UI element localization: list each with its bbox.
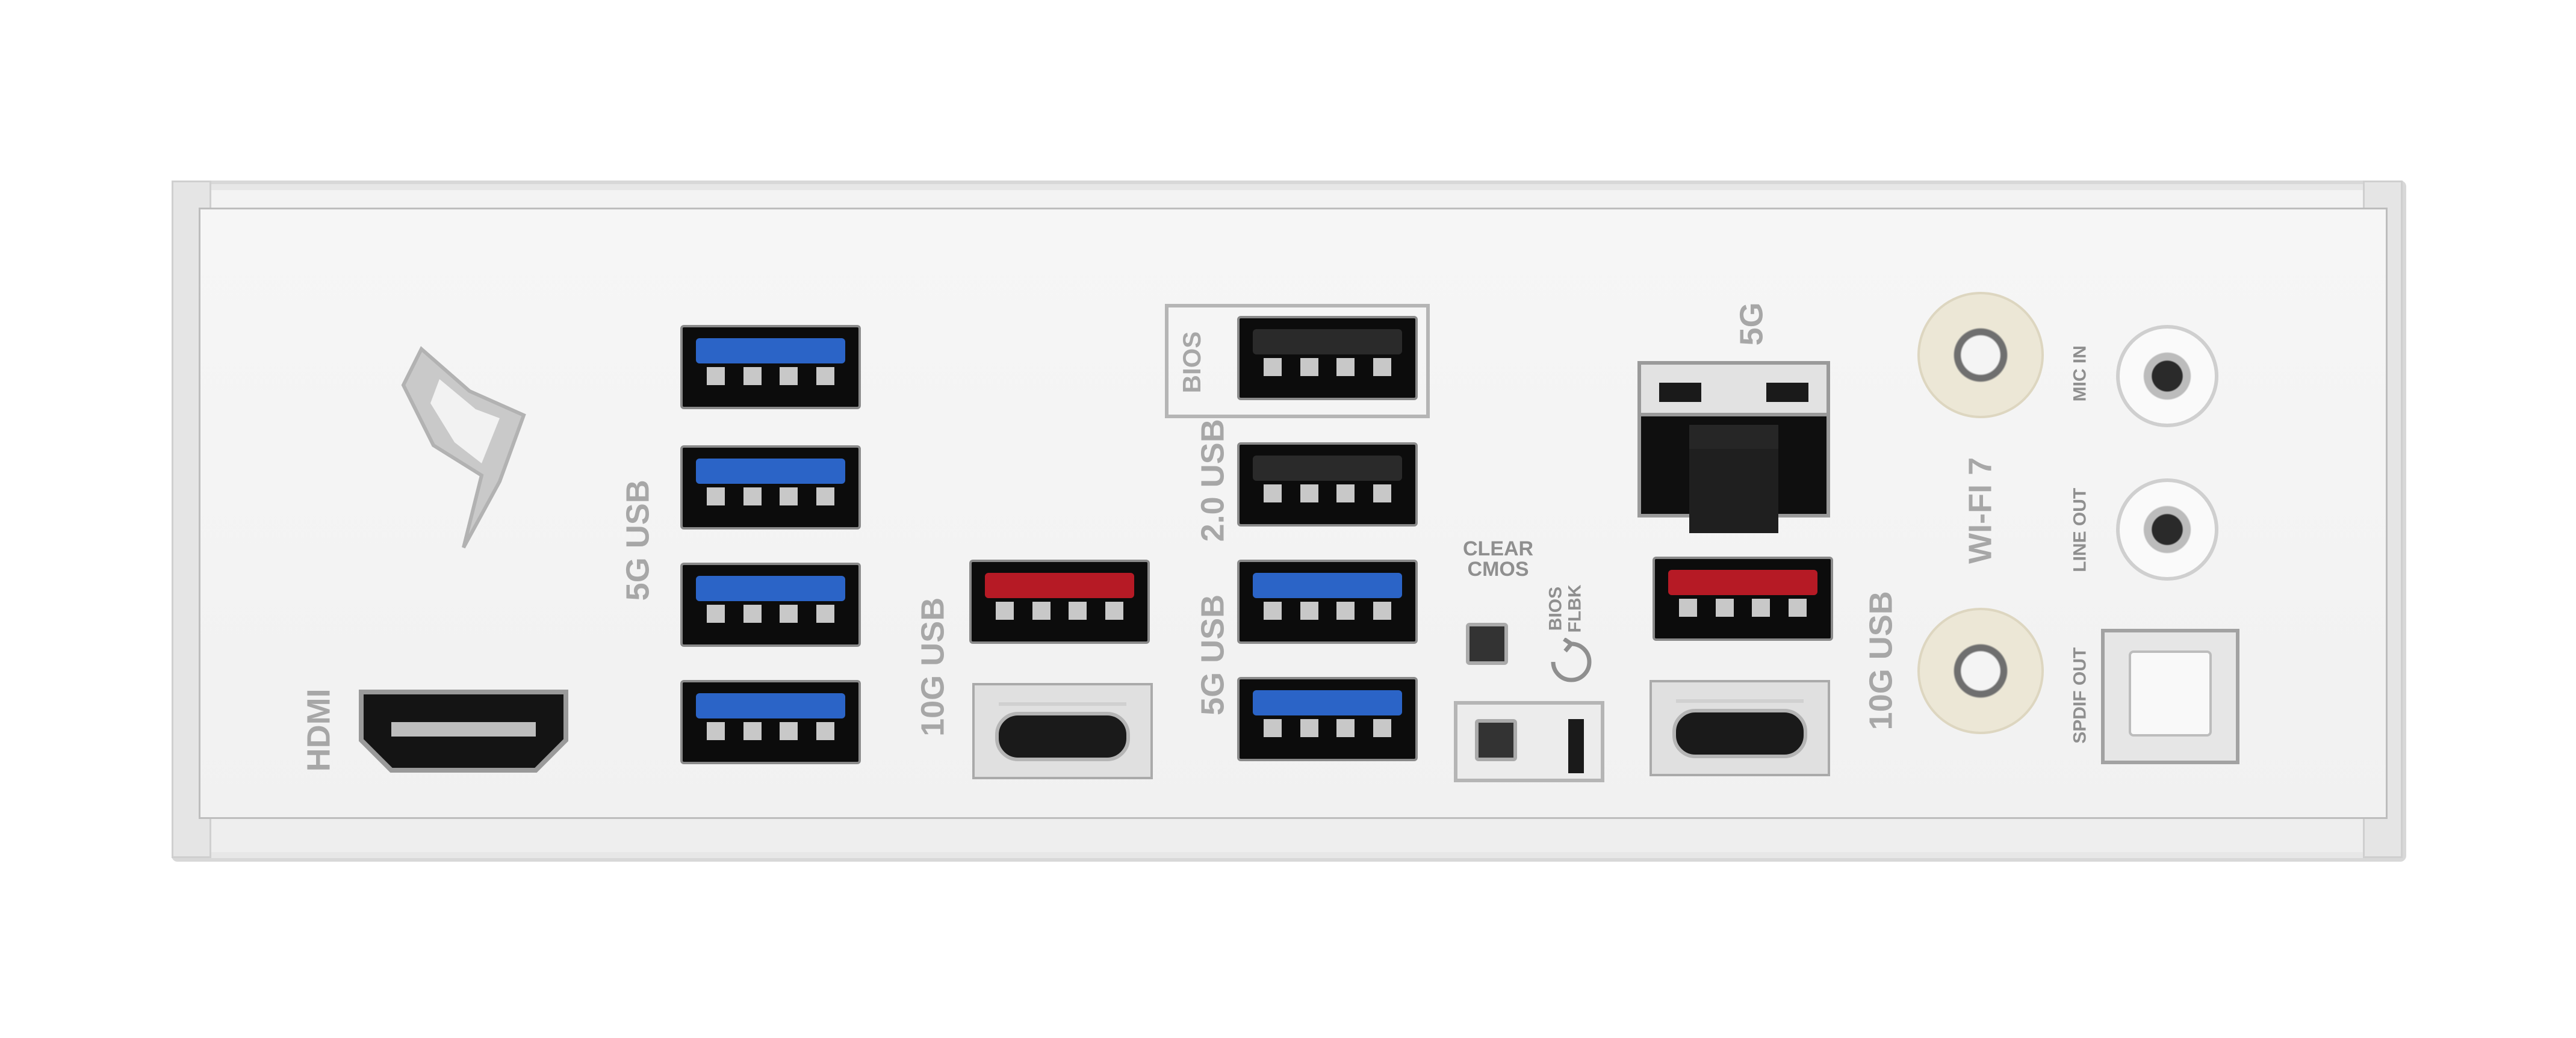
usb-a-2-0-port[interactable] [1237,442,1418,527]
clear-cmos-button[interactable] [1466,623,1508,665]
usb-10g-left-label: 10G USB [914,597,951,737]
usb-a-bios-port[interactable] [1237,316,1418,400]
rog-eye-logo [401,346,526,549]
hdmi-label: HDMI [300,688,337,772]
usb-10g-right-label: 10G USB [1863,591,1899,731]
spdif-out-port[interactable] [2101,629,2239,764]
bios-flbk-button[interactable] [1475,719,1517,761]
usb-a-5g-port-1[interactable] [680,325,861,409]
bios-flashback-usb-frame [1165,304,1430,418]
mic-in-label: MIC IN [2070,345,2090,402]
usb-a-5g-port-5[interactable] [1237,560,1418,644]
wifi7-label: WI-FI 7 [1962,457,1999,564]
usb-a-10g-port-left[interactable] [969,560,1150,644]
clear-cmos-label: CLEAR CMOS [1463,537,1534,581]
usb-a-5g-port-6[interactable] [1237,677,1418,761]
lan-5g-label: 5G [1733,302,1770,346]
hdmi-port[interactable] [355,686,572,776]
usb-5g-left-label: 5G USB [619,480,656,601]
ethernet-5g-port[interactable] [1637,361,1830,533]
usb-c-port-right[interactable] [1650,680,1830,776]
usb-2-0-label: 2.0 USB [1194,419,1231,542]
usb-c-port-left[interactable] [972,683,1153,779]
usb-a-5g-port-2[interactable] [680,445,861,530]
mic-in-jack[interactable] [2116,325,2218,427]
wifi-antenna-connector-1[interactable] [1917,292,2044,418]
bios-flbk-led [1568,719,1584,773]
usb-a-5g-port-3[interactable] [680,563,861,647]
spdif-out-label: SPDIF OUT [2070,647,2090,744]
flashback-arrows-icon [1551,638,1592,682]
usb-a-10g-port-right[interactable] [1653,557,1833,641]
line-out-label: LINE OUT [2070,487,2090,572]
usb-a-5g-port-4[interactable] [680,680,861,764]
line-out-jack[interactable] [2116,478,2218,581]
wifi-antenna-connector-2[interactable] [1917,608,2044,734]
usb-5g-mid-label: 5G USB [1194,594,1231,715]
bios-label: BIOS [1177,331,1206,394]
